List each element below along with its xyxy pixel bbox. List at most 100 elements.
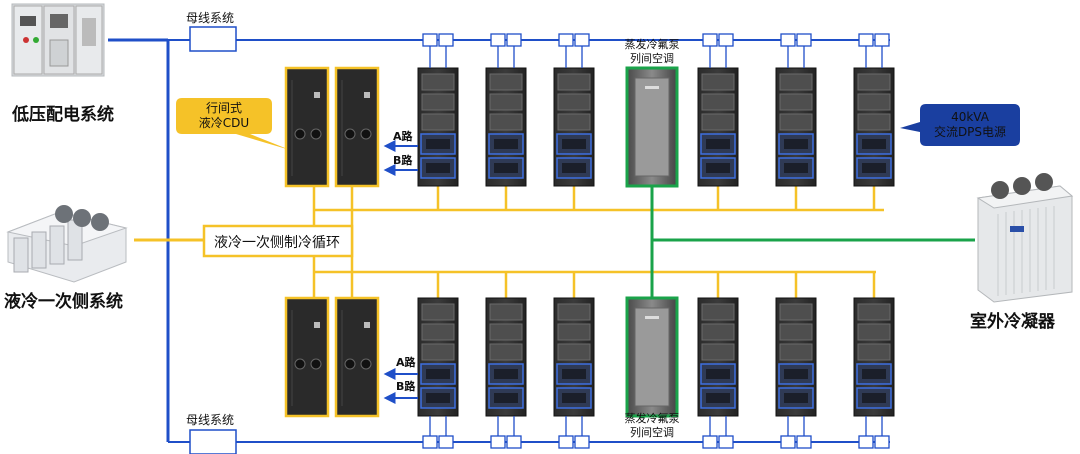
busbar-tap-box: [438, 435, 454, 449]
server-unit: [557, 303, 591, 321]
busbar-tap-box: [874, 435, 890, 449]
it-rack: [417, 33, 459, 210]
crac-unit: [625, 296, 679, 418]
equipment-rows: [284, 33, 895, 449]
server-unit: [489, 303, 523, 321]
ab-path-top: A路 B路: [383, 129, 418, 176]
server-unit: [489, 73, 523, 91]
server-unit: [489, 113, 523, 131]
outdoor-condenser-label: 室外冷凝器: [970, 311, 1056, 332]
busbar-tap-box: [422, 33, 438, 47]
crac-top-label: 蒸发冷氟泵列间空调: [625, 37, 680, 65]
server-unit: [701, 73, 735, 91]
busbar-tap-box: [718, 33, 734, 47]
liquid-loop-label: 液冷一次侧制冷循环: [214, 235, 340, 251]
cdu-cabinet: [284, 66, 330, 188]
server-unit: [421, 73, 455, 91]
server-unit: [701, 343, 735, 361]
cdu-cabinet: [334, 66, 380, 188]
busbar-tap-box: [558, 435, 574, 449]
server-unit: [701, 303, 735, 321]
busbar-tap-box: [702, 33, 718, 47]
busbar-tap-box: [702, 435, 718, 449]
cdu-callout: 行间式液冷CDU: [176, 98, 290, 150]
it-rack: [485, 272, 527, 449]
path-a-bottom-label: A路: [396, 355, 417, 369]
server-unit: [779, 323, 813, 341]
busbar-tap-box: [718, 435, 734, 449]
busbar-tap-box: [438, 33, 454, 47]
it-rack: [775, 272, 817, 449]
busbar-tap-box: [422, 435, 438, 449]
server-unit: [557, 323, 591, 341]
busbar-tap-box: [874, 33, 890, 47]
server-unit: [557, 113, 591, 131]
server-unit: [489, 323, 523, 341]
server-unit: [489, 343, 523, 361]
it-rack: [697, 272, 739, 449]
it-rack: [553, 33, 595, 210]
server-unit: [857, 93, 891, 111]
server-unit: [421, 323, 455, 341]
server-unit: [557, 73, 591, 91]
cdu-cabinet: [334, 296, 380, 418]
it-rack: [853, 272, 895, 449]
server-unit: [857, 303, 891, 321]
it-rack: [775, 33, 817, 210]
crac-unit: [625, 66, 679, 188]
it-rack: [417, 272, 459, 449]
server-unit: [557, 93, 591, 111]
busbar-bottom: 母线系统: [186, 413, 237, 454]
server-unit: [421, 303, 455, 321]
server-unit: [421, 93, 455, 111]
lv-distribution-cabinet-image: [11, 3, 105, 77]
refrigerant-lines: [650, 186, 975, 298]
server-unit: [779, 113, 813, 131]
server-unit: [779, 93, 813, 111]
path-b-top-label: B路: [393, 153, 413, 167]
server-unit: [557, 343, 591, 361]
busbar-top-label: 母线系统: [186, 11, 234, 25]
it-rack: [553, 272, 595, 449]
server-unit: [489, 93, 523, 111]
server-unit: [857, 323, 891, 341]
equipment-row-bottom: [284, 272, 895, 449]
busbar-tap-box: [780, 33, 796, 47]
server-unit: [421, 113, 455, 131]
server-unit: [779, 303, 813, 321]
busbar-tap-box: [574, 33, 590, 47]
outdoor-condenser-image: [976, 173, 1074, 303]
busbar-tap-box: [506, 33, 522, 47]
busbar-tap-box: [796, 33, 812, 47]
server-unit: [857, 113, 891, 131]
server-unit: [701, 323, 735, 341]
path-b-bottom-label: B路: [396, 379, 416, 393]
busbar-tap-box: [858, 435, 874, 449]
server-unit: [857, 73, 891, 91]
equipment-row-top: [284, 33, 895, 210]
busbar-tap-box: [490, 33, 506, 47]
ab-path-bottom: A路 B路: [383, 355, 418, 404]
busbar-top: 母线系统: [186, 11, 237, 52]
busbar-tap-box: [780, 435, 796, 449]
busbar-tap-box: [858, 33, 874, 47]
crac-bottom-label: 蒸发冷氟泵列间空调: [625, 411, 680, 439]
cdu-callout-label: 行间式液冷CDU: [199, 101, 249, 130]
server-unit: [779, 343, 813, 361]
path-a-top-label: A路: [393, 129, 414, 143]
server-unit: [779, 73, 813, 91]
server-unit: [701, 93, 735, 111]
liquid-primary-label: 液冷一次侧系统: [4, 291, 123, 312]
cdu-cabinet: [284, 296, 330, 418]
busbar-tap-box: [796, 435, 812, 449]
it-rack: [697, 33, 739, 210]
busbar-tap-box: [490, 435, 506, 449]
liquid-loop-box: 液冷一次侧制冷循环: [202, 224, 354, 258]
busbar-bottom-label: 母线系统: [186, 413, 234, 427]
busbar-tap-box: [558, 33, 574, 47]
busbar-tap-box: [574, 435, 590, 449]
